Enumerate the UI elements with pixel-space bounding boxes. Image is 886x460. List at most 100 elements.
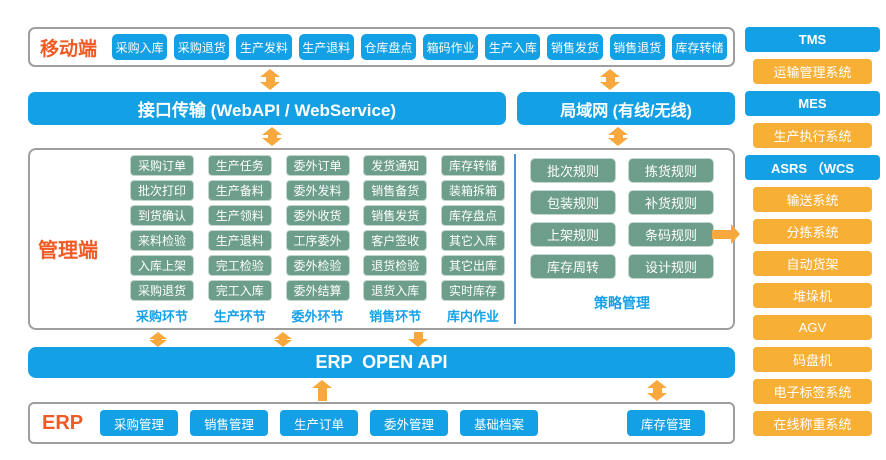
module-chip: 实时库存 [441,280,505,301]
mobile-module-chip: 生产入库 [485,34,541,60]
production-items: 生产任务生产备料生产领料生产退料完工检验完工入库 [207,155,272,301]
module-chip: 批次打印 [130,180,194,201]
mobile-module-chip: 仓库盘点 [360,34,417,60]
external-system-box: ASRS （WCS [745,155,880,180]
arrow-down-icon [408,332,428,347]
sales-column-footer: 销售环节 [369,309,422,324]
module-chip: 完工检验 [207,255,272,276]
erp-inventory-chip: 库存管理 [627,410,705,436]
management-panel-label: 管理端 [38,240,98,262]
module-chip: 其它出库 [441,255,505,276]
mobile-module-chip: 生产发料 [236,34,292,60]
arrow-up-down-icon [148,332,168,347]
module-chip: 完工入库 [207,280,272,301]
strategy-chip: 拣货规则 [628,158,714,183]
module-chip: 委外发料 [285,180,350,201]
external-system-box: MES [745,91,880,116]
strategy-section: 批次规则拣货规则包装规则补货规则上架规则条码规则库存周转设计规则 策略管理 [530,158,714,313]
arrow-up-down-icon [261,127,283,146]
external-systems-panel: TMS 运输管理系统 MES 生产执行系统 ASRS （WCS 输送系统 分拣系… [745,27,880,436]
arrow-up-down-icon [607,127,629,146]
module-chip: 生产领料 [207,205,272,226]
strategy-chip: 补货规则 [628,190,714,215]
management-columns: 采购订单批次打印到货确认来料检验入库上架采购退货 采购环节 生产任务生产备料生产… [130,155,505,325]
module-chip: 生产备料 [207,180,272,201]
module-chip: 来料检验 [130,230,194,251]
module-chip: 库存转储 [441,155,505,176]
erp-module-chip: 委外管理 [370,410,448,436]
erp-chip-row: 采购管理销售管理生产订单委外管理基础档案 [100,410,538,436]
purchase-column-footer: 采购环节 [135,309,188,324]
module-chip: 采购订单 [130,155,194,176]
external-system-box: 码盘机 [753,347,872,372]
strategy-chip: 包装规则 [530,190,616,215]
warehouse-items: 库存转储装箱拆箱库存盘点其它入库其它出库实时库存 [441,155,505,301]
arrow-up-icon [311,380,333,401]
section-divider [514,154,516,324]
strategy-footer: 策略管理 [594,295,650,311]
arrow-up-down-icon [273,332,293,347]
module-chip: 销售备货 [363,180,428,201]
module-chip: 入库上架 [130,255,194,276]
mobile-module-chip: 库存转储 [671,34,728,60]
warehouse-column: 库存转储装箱拆箱库存盘点其它入库其它出库实时库存 库内作业 [441,155,505,325]
module-chip: 委外结算 [285,280,350,301]
sales-items: 发货通知销售备货销售发货客户签收退货检验退货入库 [363,155,428,301]
purchase-items: 采购订单批次打印到货确认来料检验入库上架采购退货 [130,155,194,301]
strategy-chip: 设计规则 [628,254,714,279]
module-chip: 发货通知 [363,155,428,176]
module-chip: 退货检验 [363,255,428,276]
arrow-right-icon [712,224,740,244]
external-system-box: 电子标签系统 [753,379,872,404]
outsourcing-items: 委外订单委外发料委外收货工序委外委外检验委外结算 [285,155,350,301]
module-chip: 生产任务 [207,155,272,176]
mobile-panel: 移动端 采购入库采购退货生产发料生产退料仓库盘点箱码作业生产入库销售发货销售退货… [28,27,735,67]
external-system-box: 生产执行系统 [753,123,872,148]
external-system-box: 自动货架 [753,251,872,276]
erp-module-chip: 生产订单 [280,410,358,436]
strategy-chip: 库存周转 [530,254,616,279]
module-chip: 工序委外 [285,230,350,251]
module-chip: 到货确认 [130,205,194,226]
arrow-up-down-icon [646,380,668,401]
management-panel: 管理端 采购订单批次打印到货确认来料检验入库上架采购退货 采购环节 生产任务生产… [28,148,735,330]
module-chip: 采购退货 [130,280,194,301]
outsourcing-column-footer: 委外环节 [291,309,344,324]
mobile-chip-row: 采购入库采购退货生产发料生产退料仓库盘点箱码作业生产入库销售发货销售退货库存转储 [112,34,728,60]
lan-bar: 局域网 (有线/无线) [517,92,735,125]
external-system-box: TMS [745,27,880,52]
purchase-column: 采购订单批次打印到货确认来料检验入库上架采购退货 采购环节 [130,155,194,325]
module-chip: 装箱拆箱 [441,180,505,201]
module-chip: 委外收货 [285,205,350,226]
arrow-up-down-icon [599,69,621,90]
mobile-module-chip: 生产退料 [298,34,354,60]
module-chip: 委外检验 [285,255,350,276]
mobile-module-chip: 采购退货 [174,34,230,60]
strategy-chip: 上架规则 [530,222,616,247]
external-system-box: 在线称重系统 [753,411,872,436]
mobile-module-chip: 销售发货 [547,34,603,60]
mobile-module-chip: 箱码作业 [423,34,479,60]
external-system-box: 输送系统 [753,187,872,212]
external-system-box: AGV [753,315,872,340]
module-chip: 其它入库 [441,230,505,251]
mobile-module-chip: 销售退货 [609,34,665,60]
production-column: 生产任务生产备料生产领料生产退料完工检验完工入库 生产环节 [207,155,272,325]
erp-panel-label: ERP [42,411,84,434]
erp-open-api-bar: ERP OPEN API [28,347,735,378]
strategy-chip: 批次规则 [530,158,616,183]
arrow-up-down-icon [259,69,281,90]
strategy-chip: 条码规则 [628,222,714,247]
module-chip: 委外订单 [285,155,350,176]
external-system-box: 分拣系统 [753,219,872,244]
erp-panel: ERP 采购管理销售管理生产订单委外管理基础档案 库存管理 [28,402,735,444]
production-column-footer: 生产环节 [213,309,266,324]
mobile-panel-label: 移动端 [40,38,98,60]
erp-module-chip: 销售管理 [190,410,268,436]
module-chip: 销售发货 [363,205,428,226]
strategy-grid: 批次规则拣货规则包装规则补货规则上架规则条码规则库存周转设计规则 [530,158,714,279]
module-chip: 退货入库 [363,280,428,301]
module-chip: 生产退料 [207,230,272,251]
external-system-box: 堆垛机 [753,283,872,308]
